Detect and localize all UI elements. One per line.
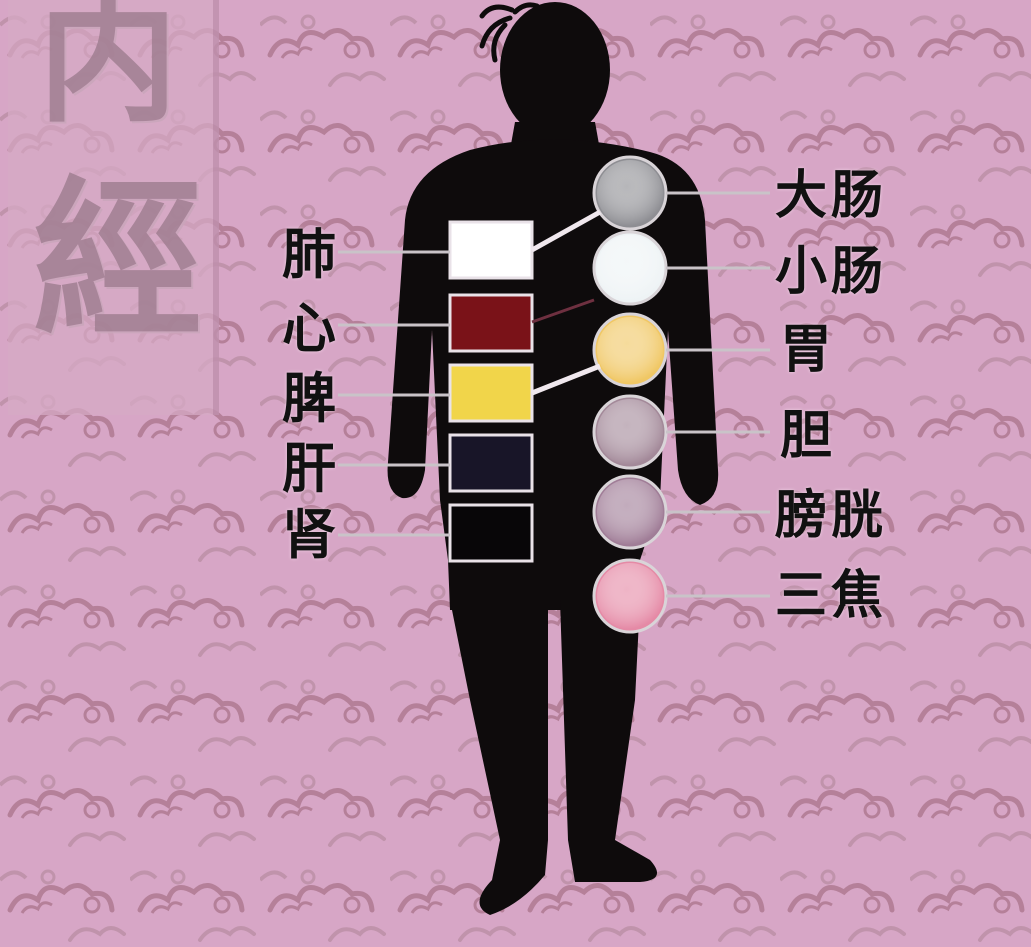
title-panel: 内 經 [8, 0, 219, 415]
zang-label-heart: 心 [282, 297, 336, 360]
fu-circle-shine-triple-burner [597, 563, 663, 629]
zang-label-liver: 肝 [282, 437, 336, 500]
zang-box-lung [448, 220, 534, 280]
zang-label-lung: 肺 [282, 223, 336, 286]
pair-line-heart-small-intestine [531, 298, 595, 324]
fu-label-stomach: 胃 [780, 320, 837, 380]
zang-box-spleen [448, 363, 534, 423]
fu-label-small-intestine: 小肠 [775, 242, 888, 302]
zang-box-liver [448, 433, 534, 493]
leader-lines [338, 191, 770, 598]
fu-circle-shine-large-intestine [597, 160, 663, 226]
title-char-2: 經 [33, 160, 204, 360]
fu-label-gallbladder: 胆 [780, 406, 837, 466]
zang-box-kidney [448, 503, 534, 563]
pair-line-lung-large-intestine [530, 209, 602, 253]
title-char-1: 内 [38, 0, 179, 142]
hair-topknot [479, 2, 540, 63]
pair-line-spleen-stomach [531, 363, 601, 396]
zang-organ-boxes [448, 220, 534, 563]
zang-label-spleen: 脾 [282, 367, 336, 430]
human-silhouette [387, 2, 719, 915]
fu-circle-shine-small-intestine [597, 235, 663, 301]
fu-organ-circles [592, 155, 668, 634]
fu-circle-shine-stomach [597, 317, 663, 383]
fu-circle-shine-gallbladder [597, 399, 663, 465]
zang-label-kidney: 肾 [282, 503, 336, 566]
fu-label-large-intestine: 大肠 [775, 166, 888, 226]
zang-box-heart [448, 293, 534, 353]
fu-label-triple-burner: 三焦 [775, 566, 888, 626]
fu-circle-shine-bladder [597, 479, 663, 545]
fu-label-bladder: 膀胱 [775, 486, 888, 546]
